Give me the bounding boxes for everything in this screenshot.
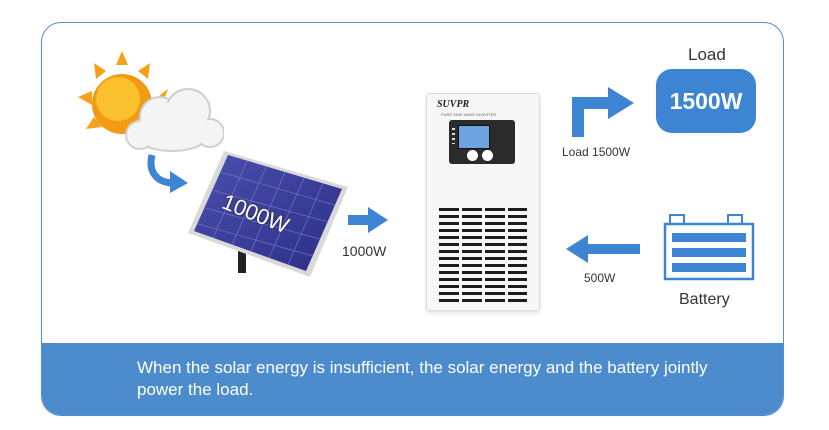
battery-flow-label: 500W [584,271,616,285]
inverter-subtitle: PURE SINE WAVE INVERTER [441,112,497,117]
inverter-lcd-screen [458,125,490,149]
arrow-right-icon [348,207,388,233]
panel-flow-label: 1000W [342,243,387,259]
inverter-status-leds [452,128,455,144]
sun-cloud-icon [78,51,224,152]
elbow-arrow-icon [572,87,634,137]
solar-panel-icon [188,151,348,277]
curved-arrow-icon [147,154,188,193]
load-flow-label: Load 1500W [562,145,631,159]
load-value-box: 1500W [656,69,756,133]
inverter-device: SUVPR PURE SINE WAVE INVERTER [426,93,540,311]
caption-bar: When the solar energy is insufficient, t… [42,343,783,415]
caption-text: When the solar energy is insufficient, t… [137,358,708,399]
battery-title: Battery [679,291,730,308]
load-title: Load [688,45,726,64]
inverter-control-panel [449,120,515,164]
inverter-button-right [482,150,493,161]
inverter-brand: SUVPR [437,99,470,110]
diagram-card: 1000W 1000W SUVPR PURE SINE WAVE INVERTE… [41,22,784,416]
inverter-vent-grille [439,208,527,302]
arrow-left-icon [566,235,640,263]
battery-icon [663,214,755,281]
inverter-button-left [467,150,478,161]
